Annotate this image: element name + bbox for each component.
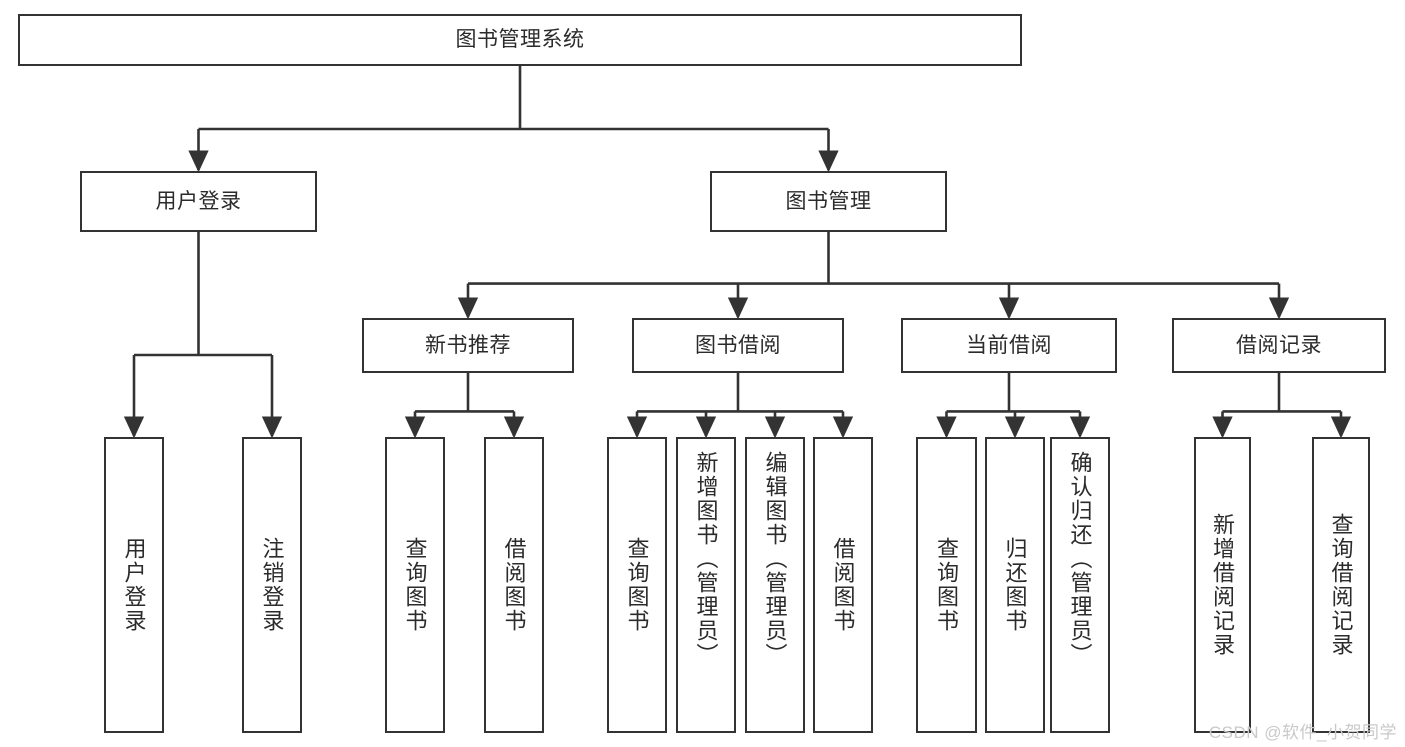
- node-leaf-confirm-return[interactable]: 确认归还（管理员）: [1050, 437, 1110, 733]
- watermark-label: CSDN @软件_小贺同学: [1208, 723, 1397, 742]
- node-label-root: 图书管理系统: [455, 28, 585, 52]
- node-borrow-record[interactable]: 借阅记录: [1172, 318, 1386, 373]
- node-leaf-return-book[interactable]: 归还图书: [985, 437, 1045, 733]
- node-book-borrow[interactable]: 图书借阅: [632, 318, 844, 373]
- node-label-book-borrow: 图书借阅: [695, 333, 781, 357]
- node-leaf-borrow-book-2[interactable]: 借阅图书: [813, 437, 873, 733]
- node-label-borrow-record: 借阅记录: [1236, 333, 1322, 357]
- node-label-new-book-rec: 新书推荐: [425, 333, 511, 357]
- node-label-leaf-return-book: 归还图书: [1002, 537, 1028, 633]
- node-leaf-user-login[interactable]: 用户登录: [104, 437, 164, 733]
- node-book-manage[interactable]: 图书管理: [710, 171, 947, 232]
- node-label-leaf-edit-book: 编辑图书（管理员）: [762, 451, 788, 667]
- node-leaf-add-record[interactable]: 新增借阅记录: [1194, 437, 1251, 733]
- node-label-book-manage: 图书管理: [785, 189, 872, 213]
- node-label-leaf-query-book-1: 查询图书: [402, 537, 428, 633]
- node-label-leaf-add-record: 新增借阅记录: [1210, 513, 1236, 657]
- node-label-leaf-borrow-book-1: 借阅图书: [501, 537, 527, 633]
- node-leaf-edit-book[interactable]: 编辑图书（管理员）: [745, 437, 805, 733]
- node-label-leaf-query-book-2: 查询图书: [624, 537, 650, 633]
- node-label-leaf-confirm-return: 确认归还（管理员）: [1067, 451, 1093, 667]
- node-label-leaf-query-record: 查询借阅记录: [1328, 513, 1354, 657]
- node-label-leaf-add-book: 新增图书（管理员）: [693, 451, 719, 667]
- node-leaf-add-book[interactable]: 新增图书（管理员）: [676, 437, 736, 733]
- node-label-leaf-borrow-book-2: 借阅图书: [830, 537, 856, 633]
- node-leaf-borrow-book-1[interactable]: 借阅图书: [484, 437, 544, 733]
- node-label-leaf-query-book-3: 查询图书: [934, 537, 960, 633]
- node-leaf-logout[interactable]: 注销登录: [242, 437, 302, 733]
- node-leaf-query-record[interactable]: 查询借阅记录: [1312, 437, 1370, 733]
- node-new-book-rec[interactable]: 新书推荐: [362, 318, 574, 373]
- node-leaf-query-book-1[interactable]: 查询图书: [385, 437, 445, 733]
- node-label-leaf-user-login: 用户登录: [121, 537, 147, 633]
- node-label-current-borrow: 当前借阅: [966, 333, 1052, 357]
- node-user-login[interactable]: 用户登录: [80, 171, 317, 232]
- node-leaf-query-book-3[interactable]: 查询图书: [916, 437, 977, 733]
- node-leaf-query-book-2[interactable]: 查询图书: [607, 437, 667, 733]
- node-label-leaf-logout: 注销登录: [259, 537, 285, 633]
- node-current-borrow[interactable]: 当前借阅: [901, 318, 1117, 373]
- node-root[interactable]: 图书管理系统: [18, 14, 1022, 66]
- node-label-user-login: 用户登录: [155, 189, 242, 213]
